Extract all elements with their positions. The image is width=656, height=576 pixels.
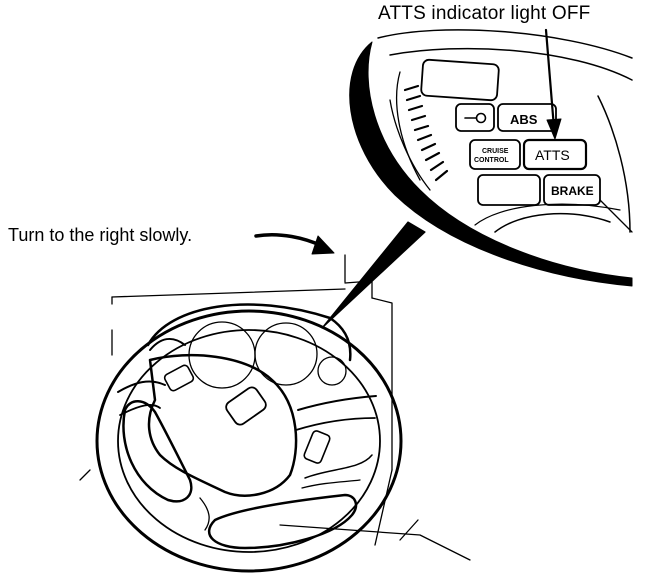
wheel-void-lower [208,493,358,550]
wheel-spoke-right [297,395,377,411]
panel-bezel [349,41,633,287]
turn-instruction-callout: Turn to the right slowly. [8,225,193,245]
wheel-rim-inner [117,329,381,553]
atts-indicator-callout: ATTS indicator light OFF [378,3,591,24]
indicator-key-light [455,103,495,132]
wheel-rim-outer [95,309,403,573]
zoom-leader [321,221,426,329]
atts-callout-arrow [544,28,556,130]
panel-text: ABS CRUISE CONTROL ATTS BRAKE [474,112,594,198]
indicator-abs-light [497,103,557,132]
brake-label: BRAKE [551,184,594,198]
spoke-button-left-icon [163,364,195,392]
cruise-label-line2: CONTROL [474,157,509,164]
wheel-spoke-left [117,380,166,393]
indicator-atts-light [522,138,588,171]
key-icon [464,112,487,124]
atts-arrowhead-icon [546,118,562,140]
atts-label: ATTS [535,147,570,163]
dashboard-lines [79,254,471,561]
indicator-brake-light [543,174,601,206]
horn-pad-emblem [225,386,267,426]
indicator-bottom-blank [477,174,541,206]
cruise-label-line1: CRUISE [482,148,509,155]
gauge-right-icon [254,322,318,386]
abs-label: ABS [510,112,538,127]
turn-right-arrowhead-icon [311,235,335,255]
instrument-hood [146,303,352,362]
spoke-button-right-icon [303,430,331,464]
gauge-ticks [403,84,449,182]
steering-wheel [95,303,403,573]
turn-right-arrow [254,232,324,248]
indicator-top-blank [420,58,500,102]
indicator-cruise-light [469,139,521,170]
wheel-void-lower-left [122,400,193,503]
zoomed-indicator-panel [349,29,633,287]
gauge-small-icon [317,356,347,386]
wheel-hub [147,353,298,497]
